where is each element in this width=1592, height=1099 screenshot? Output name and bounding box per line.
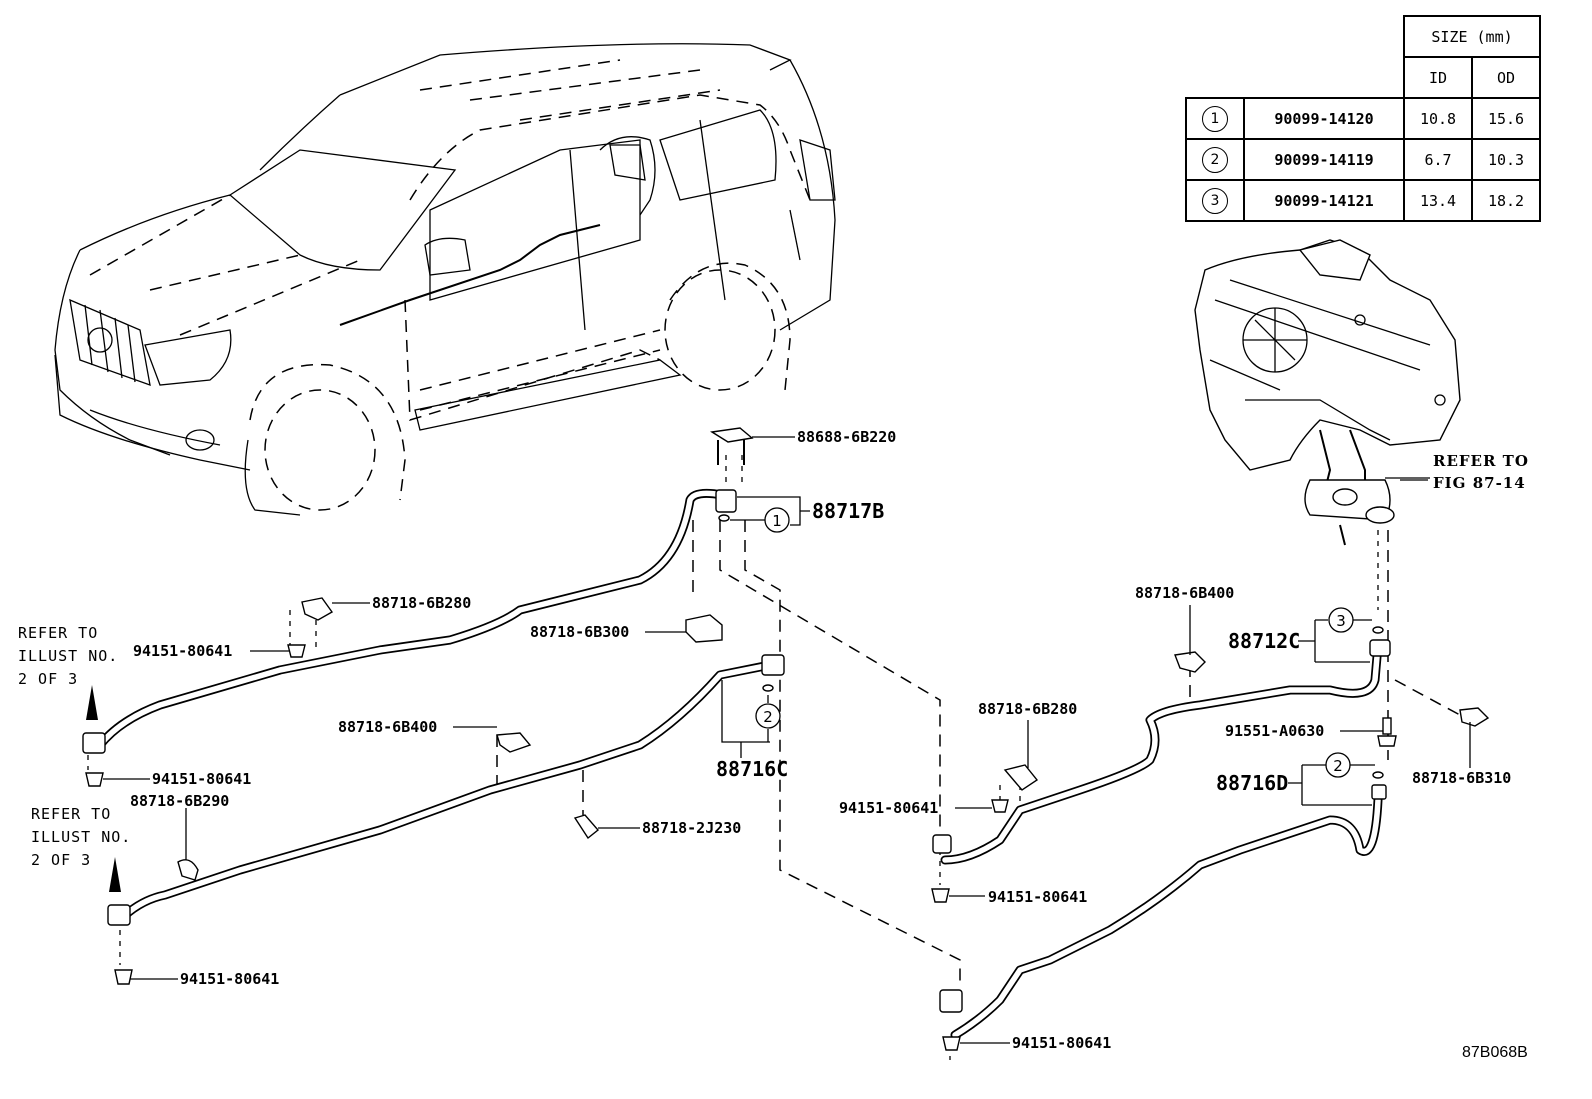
nut-94151-80641-left-top (287, 644, 306, 658)
nut-94151-80641-right-low (931, 888, 950, 903)
clamp-right-end-88712c (932, 834, 952, 854)
leader-lines (103, 436, 1471, 1044)
ref-circle: 2 (1202, 146, 1228, 173)
part-label-88717b: 88717B (812, 499, 884, 523)
part-label-88718-2j230: 88718-2J230 (642, 819, 741, 837)
ref-circle: 3 (1202, 187, 1228, 214)
part-label-88716d: 88716D (1216, 771, 1288, 795)
figure-id: 87B068B (1462, 1044, 1528, 1061)
hvac-unit-illustration (1194, 239, 1461, 546)
svg-text:REFER TO: REFER TO (31, 805, 111, 823)
part-number: 90099-14120 (1243, 97, 1405, 140)
joint-88716c (761, 654, 785, 692)
table-row: 2 90099-14119 6.7 10.3 (1185, 138, 1541, 181)
outer-diameter: 15.6 (1471, 97, 1541, 140)
joint-88717b (715, 489, 737, 522)
svg-text:REFER TO: REFER TO (1433, 452, 1529, 470)
inner-diameter: 6.7 (1403, 138, 1473, 181)
clamp-88718-6b280-left (301, 597, 334, 621)
part-label-94151-80641: 94151-80641 (133, 642, 232, 660)
joint-88712c (1369, 626, 1391, 657)
pipe-88717b (95, 488, 727, 750)
callout-circle-2: 2 (1325, 752, 1351, 778)
part-label-94151-80641: 94151-80641 (839, 799, 938, 817)
part-label-88718-6b400: 88718-6B400 (1135, 584, 1234, 602)
pipe-88716d (950, 795, 1383, 1040)
id-header: ID (1403, 56, 1473, 99)
nut-94151-80641-left-bottom (114, 969, 133, 985)
part-label-88716c: 88716C (716, 757, 788, 781)
outer-diameter: 18.2 (1471, 179, 1541, 222)
table-row: 3 90099-14121 13.4 18.2 (1185, 179, 1541, 222)
part-label-94151-80641: 94151-80641 (152, 770, 251, 788)
part-number: 90099-14121 (1243, 179, 1405, 222)
part-label-94151-80641: 94151-80641 (988, 888, 1087, 906)
part-label-88718-6b280: 88718-6B280 (372, 594, 471, 612)
pipe-88716c (115, 660, 775, 925)
arrow-up-icon (86, 685, 98, 720)
table-row: 1 90099-14120 10.8 15.6 (1185, 97, 1541, 140)
vehicle-illustration (54, 43, 836, 516)
svg-text:2 OF 3: 2 OF 3 (18, 670, 78, 688)
nut-94151-80641-bottom (942, 1036, 961, 1051)
od-header: OD (1471, 56, 1541, 99)
joint-88716d (1371, 771, 1387, 800)
part-label-88688-6b220: 88688-6B220 (797, 428, 896, 446)
svg-text:ILLUST NO.: ILLUST NO. (18, 647, 118, 665)
svg-text:2: 2 (1333, 757, 1343, 775)
clamp-88718-6b300 (685, 614, 723, 643)
part-label-91551-a0630: 91551-A0630 (1225, 722, 1324, 740)
svg-text:ILLUST NO.: ILLUST NO. (31, 828, 131, 846)
part-number: 90099-14119 (1243, 138, 1405, 181)
outer-diameter: 10.3 (1471, 138, 1541, 181)
clamp-88718-6b280-right (1003, 764, 1039, 791)
inner-diameter: 13.4 (1403, 179, 1473, 222)
part-label-94151-80641: 94151-80641 (180, 970, 279, 988)
clamp-88718-6b290 (177, 859, 199, 881)
part-label-94151-80641: 94151-80641 (1012, 1034, 1111, 1052)
alignment-lines (87, 455, 1461, 1060)
ref-circle: 1 (1202, 105, 1228, 132)
part-label-88718-6b400: 88718-6B400 (338, 718, 437, 736)
part-label-88718-6b290: 88718-6B290 (130, 792, 229, 810)
part-label-88718-6b310: 88718-6B310 (1412, 769, 1511, 787)
svg-text:FIG 87-14: FIG 87-14 (1433, 474, 1526, 492)
svg-text:REFER TO: REFER TO (18, 624, 98, 642)
part-label-88718-6b280: 88718-6B280 (978, 700, 1077, 718)
svg-text:2 OF 3: 2 OF 3 (31, 851, 91, 869)
svg-text:2: 2 (763, 708, 773, 726)
bracket-88688-6b220 (710, 427, 754, 465)
clamp-left-end-top (82, 732, 106, 754)
inner-diameter: 10.8 (1403, 97, 1473, 140)
clamp-88718-2j230 (573, 814, 600, 840)
refer-illust-note-top: REFER TO ILLUST NO. 2 OF 3 (18, 624, 118, 688)
hose-size-table: SIZE (mm) ID OD 1 90099-14120 10.8 15.6 … (1185, 15, 1541, 222)
svg-text:1: 1 (772, 512, 782, 530)
clamp-88718-6b400-right (1174, 651, 1206, 673)
callout-circle-1: 1 (764, 507, 790, 533)
clamp-left-end-bottom (107, 904, 131, 926)
clamp-88718-6b310 (1459, 707, 1490, 727)
svg-text:3: 3 (1336, 612, 1346, 630)
arrow-up-icon (109, 857, 121, 892)
bolt-91551-a0630 (1377, 717, 1397, 747)
pipe-88712c (940, 640, 1383, 865)
clamp-88718-6b400-mid (496, 732, 532, 753)
size-header: SIZE (mm) (1403, 15, 1541, 58)
callout-circle-3: 3 (1328, 607, 1354, 633)
refer-fig-note: REFER TO FIG 87-14 (1385, 452, 1529, 492)
refer-illust-note-bottom: REFER TO ILLUST NO. 2 OF 3 (31, 805, 131, 869)
part-label-88712c: 88712C (1228, 629, 1300, 653)
callout-circle-2: 2 (755, 703, 781, 729)
nut-94151-80641-left-mid (85, 772, 104, 787)
clamp-bottom-end-88716d (939, 989, 963, 1013)
part-label-88718-6b300: 88718-6B300 (530, 623, 629, 641)
nut-94151-80641-right-mid (991, 799, 1009, 813)
